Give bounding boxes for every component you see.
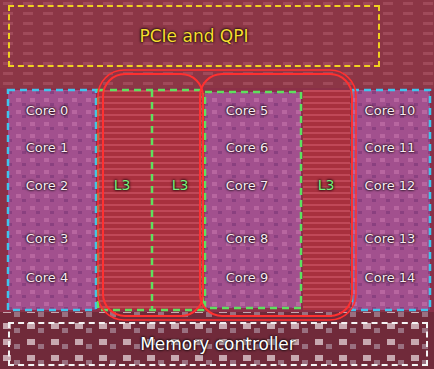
core-label: Core 10: [365, 103, 416, 118]
memory-controller-region: Memory controller: [8, 322, 428, 366]
core-label: Core 11: [365, 140, 416, 155]
core-label: Core 6: [226, 140, 269, 155]
core-label: Core 13: [365, 231, 416, 246]
core-label: Core 5: [226, 103, 269, 118]
cache-label: L3: [172, 177, 189, 193]
core-label: Core 7: [226, 178, 269, 193]
region-label: PCIe and QPI: [139, 26, 248, 46]
cache-label: L3: [318, 177, 335, 193]
core-label: Core 9: [226, 270, 269, 285]
bus-region: PCIe and QPI: [8, 5, 380, 67]
region-label: Memory controller: [140, 334, 296, 354]
core-label: Core 8: [226, 231, 269, 246]
core-label: Core 14: [365, 270, 416, 285]
core-label: Core 1: [26, 140, 69, 155]
core-label: Core 4: [26, 270, 69, 285]
cache-label: L3: [114, 177, 131, 193]
core-label: Core 2: [26, 178, 69, 193]
core-label: Core 0: [26, 103, 69, 118]
core-label: Core 12: [365, 178, 416, 193]
core-label: Core 3: [26, 231, 69, 246]
